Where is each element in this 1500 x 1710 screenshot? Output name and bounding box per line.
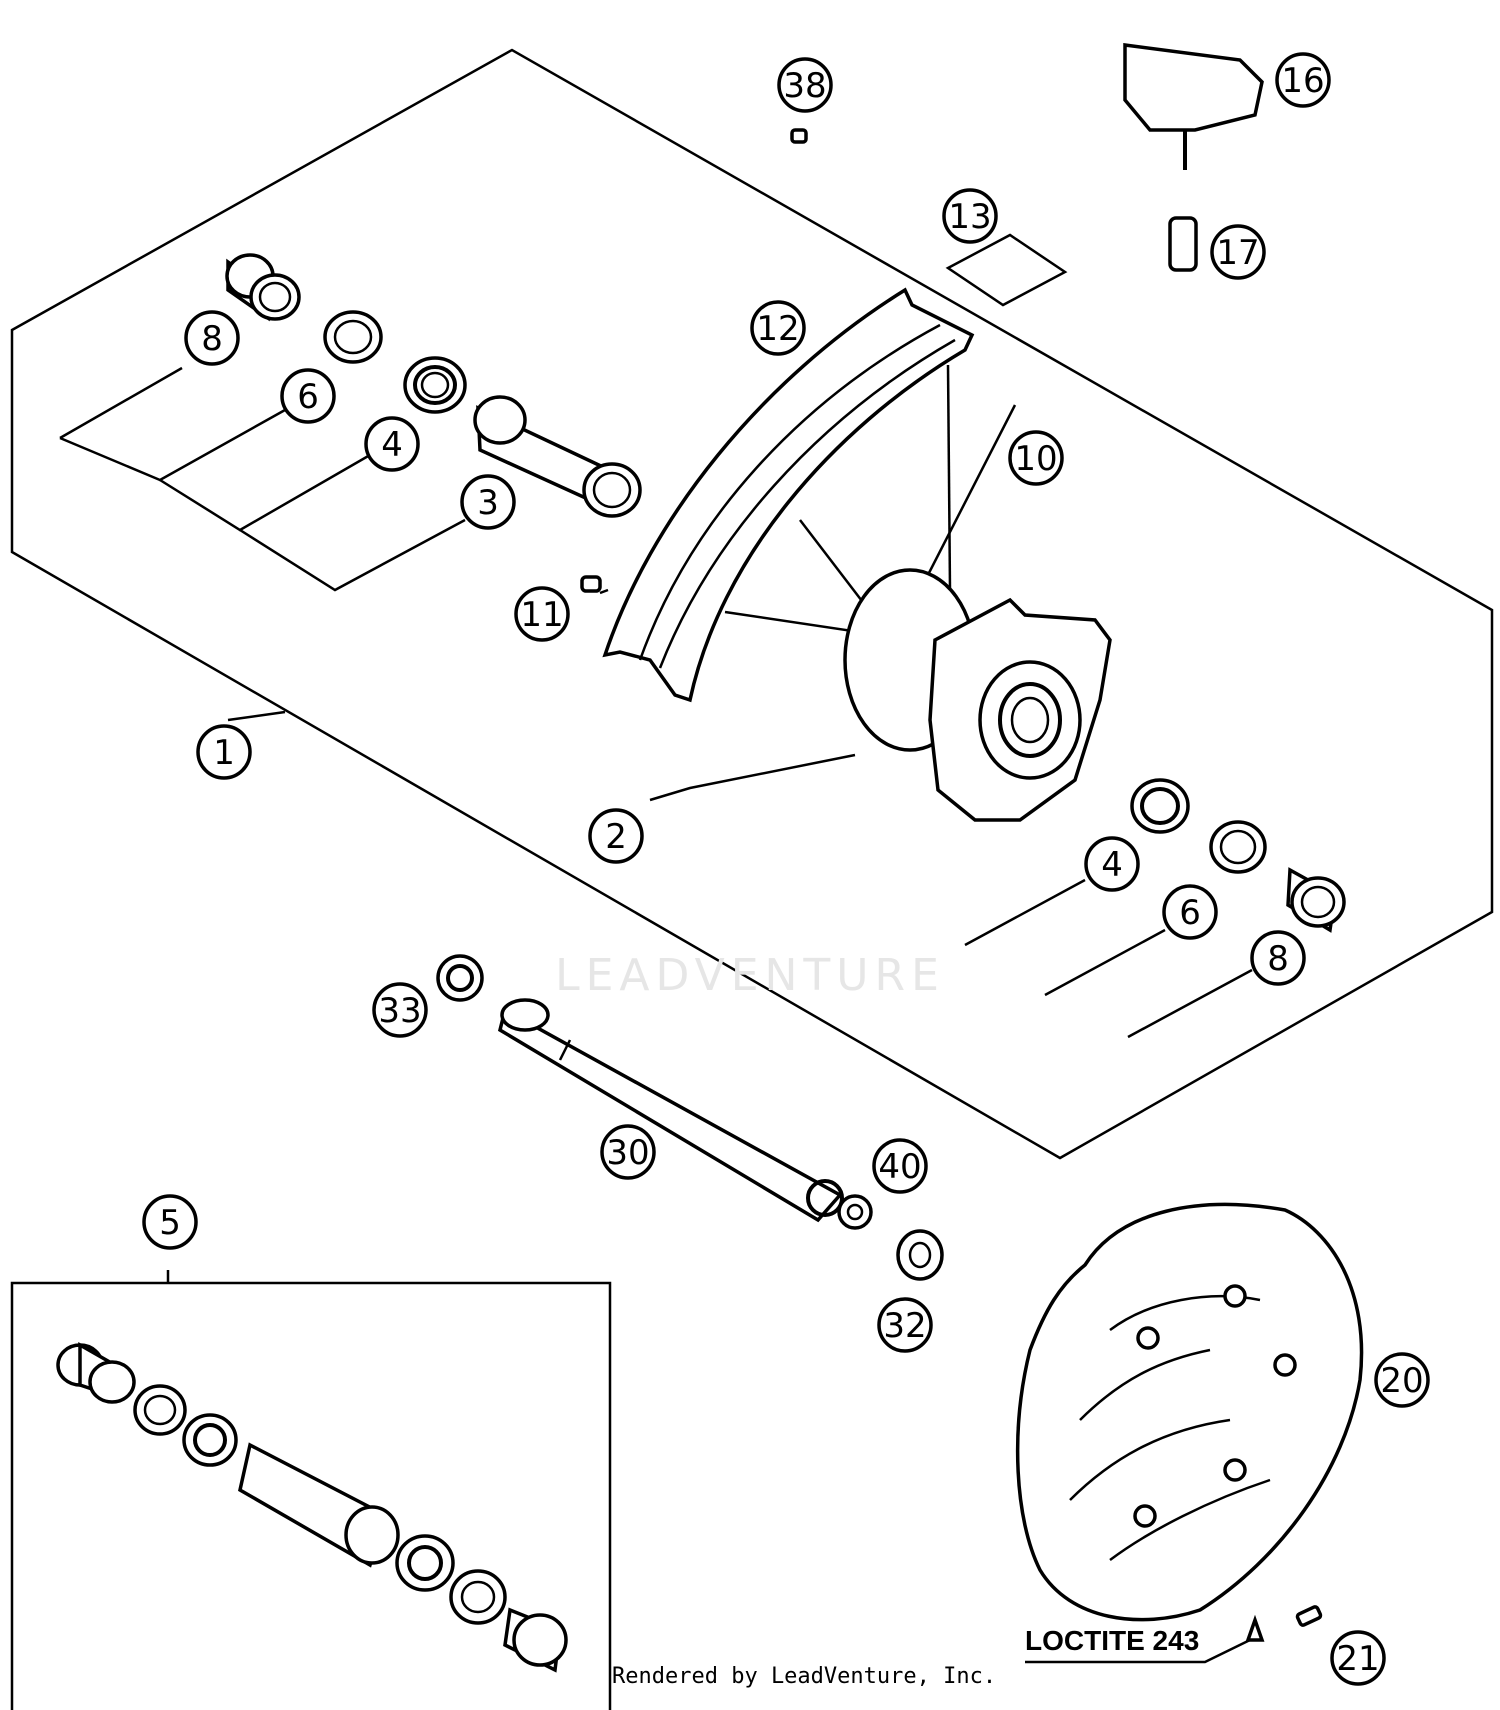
callout-17: 17 — [1210, 224, 1266, 280]
valve-cap-38 — [790, 128, 808, 144]
svg-text:11: 11 — [520, 595, 563, 635]
svg-text:13: 13 — [948, 197, 991, 237]
svg-text:17: 17 — [1216, 233, 1259, 273]
svg-text:16: 16 — [1281, 61, 1324, 101]
callout-8-right: 8 — [1250, 930, 1306, 986]
callout-21: 21 — [1330, 1630, 1386, 1686]
tube-16 — [1123, 43, 1264, 170]
callout-33: 33 — [372, 982, 428, 1038]
callout-13: 13 — [942, 188, 998, 244]
bearing-4-right — [1130, 778, 1190, 834]
callout-32: 32 — [877, 1297, 933, 1353]
kit-5-contents — [56, 1341, 568, 1673]
assembly-outline — [10, 48, 1494, 1160]
svg-text:40: 40 — [878, 1147, 921, 1187]
svg-text:12: 12 — [756, 309, 799, 349]
bearing-4-top — [403, 356, 467, 414]
svg-text:8: 8 — [1267, 939, 1289, 979]
svg-text:6: 6 — [297, 377, 319, 417]
footer-credit: Rendered by LeadVenture, Inc. — [612, 1664, 997, 1689]
callout-3: 3 — [460, 474, 516, 530]
callout-10: 10 — [1008, 430, 1064, 486]
axle-nut-32 — [896, 1229, 944, 1281]
svg-text:4: 4 — [1101, 845, 1123, 885]
callout-6-right: 6 — [1162, 884, 1218, 940]
callout-5: 5 — [142, 1194, 198, 1250]
svg-text:6: 6 — [1179, 893, 1201, 933]
spacer-8-top — [225, 253, 301, 322]
callout-8-top: 8 — [184, 310, 240, 366]
spacer-tube-3 — [473, 395, 642, 518]
svg-text:30: 30 — [606, 1133, 649, 1173]
callout-2: 2 — [588, 808, 644, 864]
svg-text:2: 2 — [605, 817, 627, 857]
rim-band-13 — [945, 233, 1068, 307]
loctite-leader — [1025, 1638, 1251, 1664]
svg-text:38: 38 — [783, 66, 826, 106]
svg-text:5: 5 — [159, 1203, 181, 1243]
seal-33 — [436, 954, 484, 1002]
axle-30 — [497, 998, 844, 1223]
spacer-8-right — [1286, 867, 1346, 933]
kit-5-box — [10, 1281, 612, 1710]
callout-11: 11 — [514, 586, 570, 642]
callout-38: 38 — [777, 57, 833, 113]
svg-text:8: 8 — [201, 319, 223, 359]
seal-6-top — [323, 310, 383, 364]
callout-6-top: 6 — [280, 368, 336, 424]
svg-text:4: 4 — [381, 425, 403, 465]
svg-text:20: 20 — [1380, 1361, 1423, 1401]
loctite-label: LOCTITE 243 — [1025, 1625, 1200, 1656]
brake-disc-20 — [1015, 1202, 1364, 1622]
svg-text:32: 32 — [883, 1306, 926, 1346]
callout-1: 1 — [196, 724, 252, 780]
spoke-nipple-11 — [580, 575, 602, 593]
svg-text:3: 3 — [477, 483, 499, 523]
nut-17 — [1168, 216, 1198, 272]
seal-6-right — [1209, 820, 1267, 874]
svg-text:21: 21 — [1336, 1639, 1379, 1679]
washer-40 — [837, 1194, 873, 1230]
svg-text:10: 10 — [1014, 439, 1057, 479]
callout-4-top: 4 — [364, 416, 420, 472]
callout-16: 16 — [1275, 52, 1331, 108]
svg-text:1: 1 — [213, 733, 235, 773]
svg-text:33: 33 — [378, 991, 421, 1031]
callout-30: 30 — [600, 1124, 656, 1180]
leader-lines — [59, 366, 1253, 1283]
bolt-21 — [1245, 1605, 1323, 1642]
callout-20: 20 — [1374, 1352, 1430, 1408]
callout-12: 12 — [750, 300, 806, 356]
callout-4-right: 4 — [1084, 836, 1140, 892]
callout-40: 40 — [872, 1138, 928, 1194]
rim-12 — [602, 287, 975, 703]
hub-2 — [843, 568, 1112, 822]
